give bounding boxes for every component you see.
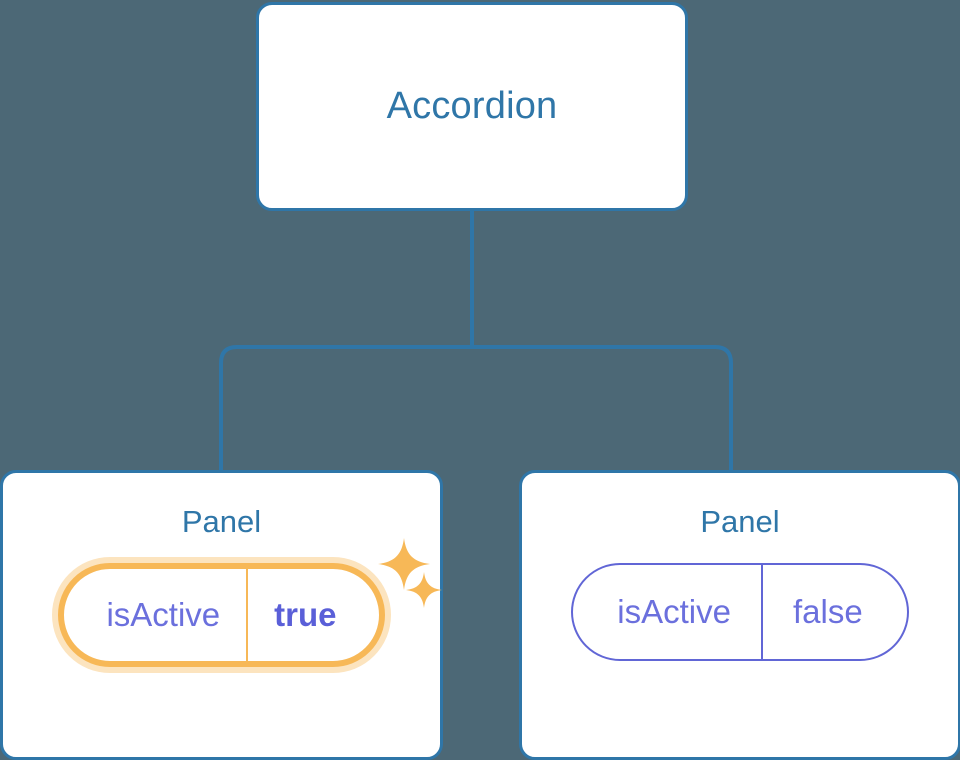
node-panel-inactive-title: Panel: [700, 504, 780, 539]
prop-value: true: [246, 569, 378, 662]
prop-name: isActive: [617, 593, 731, 631]
node-panel-active[interactable]: Panel isActive true: [0, 470, 443, 760]
prop-pill-wrapper-active: isActive true: [58, 563, 385, 668]
prop-value: false: [760, 565, 907, 660]
node-panel-inactive[interactable]: Panel isActive false: [519, 470, 960, 760]
node-accordion-title: Accordion: [386, 84, 558, 127]
node-accordion[interactable]: Accordion: [256, 2, 688, 211]
node-panel-active-title: Panel: [181, 504, 262, 539]
prop-pill-isactive-false[interactable]: isActive false: [571, 563, 909, 662]
prop-pill-isactive-true[interactable]: isActive true: [58, 563, 385, 668]
connector-children-bracket: [219, 345, 733, 470]
prop-pill-wrapper-inactive: isActive false: [571, 563, 909, 662]
prop-name: isActive: [106, 596, 221, 634]
